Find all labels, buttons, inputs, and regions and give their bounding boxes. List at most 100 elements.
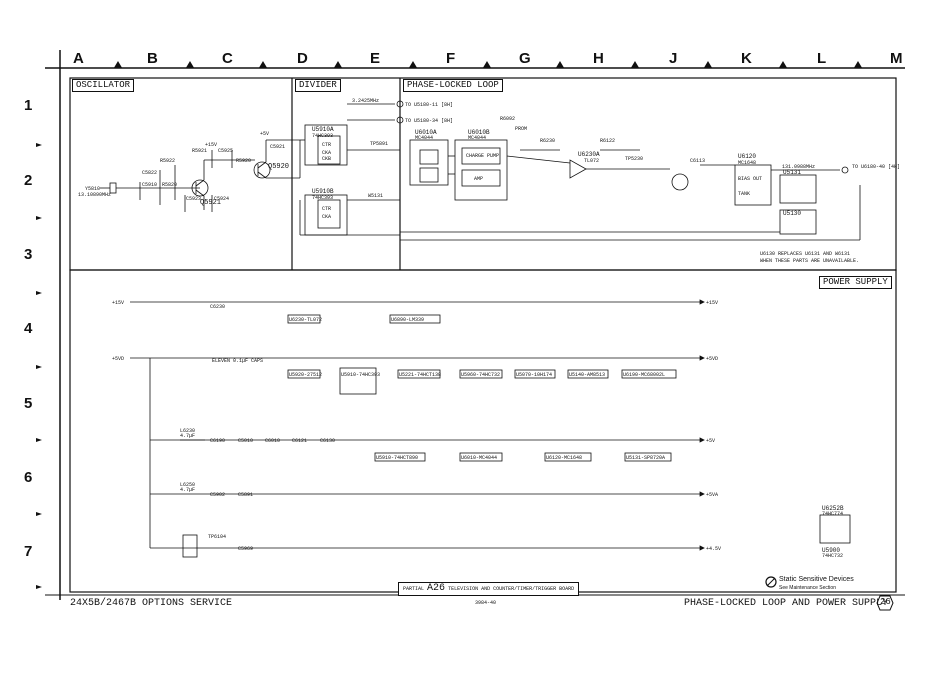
u6120-type: MC1648 [738, 160, 756, 166]
u5900-type: 74HC732 [822, 553, 843, 559]
static-title: Static Sensitive Devices [779, 576, 854, 583]
u6230a-type: TL072 [584, 158, 599, 164]
svg-text:W5131: W5131 [368, 193, 383, 199]
rail-4v5: +4.5V [706, 546, 721, 552]
u5131-label: U5131 [783, 169, 801, 176]
page-number-badge: 26 [876, 595, 894, 611]
tp6104-label: TP6104 [208, 534, 226, 540]
rail-15v-right: +15V [706, 300, 718, 306]
svg-text:C5910: C5910 [142, 182, 157, 188]
svg-text:+15V: +15V [205, 142, 217, 148]
rail-5vd-right: +5VD [706, 356, 718, 362]
rail-5vd-left: +5VD [112, 356, 124, 362]
caps-note: ELEVEN 0.1µF CAPS [212, 358, 263, 364]
board-label: PARTIAL A26 TELEVISION AND COUNTER/TIMER… [398, 582, 580, 596]
svg-text:R5920: R5920 [236, 158, 251, 164]
divider-to-u5180b: TO U5180-34 [8H] [405, 118, 453, 124]
svg-text:R5922: R5922 [160, 158, 175, 164]
svg-text:C5010: C5010 [238, 438, 253, 444]
l6250-label: L6250 [180, 482, 195, 488]
u5910a-label: U5910A [312, 126, 334, 133]
grid-col-j: J [669, 50, 678, 67]
svg-text:CTR: CTR [322, 206, 331, 212]
tank-label: TANK [738, 191, 750, 197]
grid-col-l: L [817, 50, 827, 67]
l6230-value: 4.7µF [180, 433, 195, 439]
section-oscillator: OSCILLATOR [72, 79, 135, 92]
section-power: POWER SUPPLY [819, 276, 892, 289]
charge-pump-label: CHARGE PUMP [466, 153, 499, 159]
svg-text:C5921: C5921 [270, 144, 285, 150]
u6010a-label: U6010A [415, 129, 437, 136]
u5900-label: U5900 [822, 547, 840, 554]
replace-note-2: WHEN THESE PARTS ARE UNAVAILABLE. [760, 258, 859, 264]
page-number: 26 [880, 597, 891, 607]
rail-5v: +5V [706, 438, 715, 444]
q5920-label: Q5920 [268, 163, 289, 171]
l6230-label: L6230 [180, 428, 195, 434]
u5910a-type: 74HC393 [312, 133, 333, 139]
replace-note-1: U6130 REPLACES U6131 AND W6131 [760, 251, 850, 257]
svg-text:CKB: CKB [322, 156, 331, 162]
svg-text:C6130: C6130 [320, 438, 335, 444]
grid-row-3: 3 [24, 246, 33, 263]
grid-row-5: 5 [24, 395, 33, 412]
svg-text:+5V: +5V [260, 131, 269, 137]
chip-15v-0: U6230-TL072 [289, 317, 322, 323]
bias-out-label: BIAS OUT [738, 176, 762, 182]
svg-text:C5891: C5891 [238, 492, 253, 498]
svg-text:TP5230: TP5230 [625, 156, 643, 162]
chip-5v-0: U5910-74HCT890 [376, 455, 418, 461]
svg-text:CKA: CKA [322, 150, 331, 156]
grid-row-6: 6 [24, 469, 33, 486]
static-subtitle: See Maintenance Section [779, 585, 836, 591]
chip-5vd-1: U5910-74HC393 [341, 372, 380, 378]
grid-col-a: A [73, 50, 84, 67]
u6230a-label: U6230A [578, 151, 600, 158]
grid-col-b: B [147, 50, 158, 67]
chip-5v-1: U6010-MC4044 [461, 455, 497, 461]
divider-freq: 3.2425MHz [352, 98, 379, 104]
grid-col-h: H [593, 50, 604, 67]
grid-col-d: D [297, 50, 308, 67]
svg-text:PROM: PROM [515, 126, 527, 132]
grid-col-g: G [519, 50, 531, 67]
chip-5vd-4: U5070-10H174 [516, 372, 552, 378]
q5921-label: Q5921 [200, 199, 221, 207]
u6010b-type: MC4044 [468, 135, 486, 141]
chip-5vd-5: U5140-AM8513 [569, 372, 605, 378]
divider-to-u5180: TO U5180-11 [8H] [405, 102, 453, 108]
svg-text:C6230: C6230 [210, 304, 225, 310]
crystal-freq: 13.10890MHz [78, 192, 111, 198]
u6010b-label: U6010B [468, 129, 490, 136]
grid-col-e: E [370, 50, 381, 67]
svg-text:R6230: R6230 [540, 138, 555, 144]
grid-row-7: 7 [24, 543, 33, 560]
u6252b-type: 74HC774 [822, 511, 843, 517]
chip-15v-1: U6890-LM339 [391, 317, 424, 323]
footer-right-title: PHASE-LOCKED LOOP AND POWER SUPPLY [684, 598, 889, 609]
grid-col-m: M [890, 50, 903, 67]
rail-15v-left: +15V [112, 300, 124, 306]
chip-5vd-2: U5221-74HCT138 [399, 372, 441, 378]
chip-5vd-6: U6190-MC68002L [623, 372, 665, 378]
chip-5vd-0: U5920-27512 [289, 372, 322, 378]
u6010a-type: MC4044 [415, 135, 433, 141]
page-hexagon-icon [876, 595, 894, 611]
footer-code: 3984-40 [475, 600, 497, 606]
svg-text:C6113: C6113 [690, 158, 705, 164]
pll-freq-out: 131.0988MHz [782, 164, 815, 170]
grid-col-c: C [222, 50, 233, 67]
svg-text:C6121: C6121 [292, 438, 307, 444]
svg-text:C5923: C5923 [186, 196, 201, 202]
svg-text:C6190: C6190 [210, 438, 225, 444]
board-id: A26 [427, 583, 446, 594]
board-prefix: PARTIAL [403, 586, 425, 592]
svg-text:CKA: CKA [322, 214, 331, 220]
l6250-value: 4.7µF [180, 487, 195, 493]
svg-text:CTR: CTR [322, 142, 331, 148]
u5910b-label: U5910B [312, 188, 334, 195]
svg-text:R5820: R5820 [162, 182, 177, 188]
svg-text:C5902: C5902 [210, 492, 225, 498]
